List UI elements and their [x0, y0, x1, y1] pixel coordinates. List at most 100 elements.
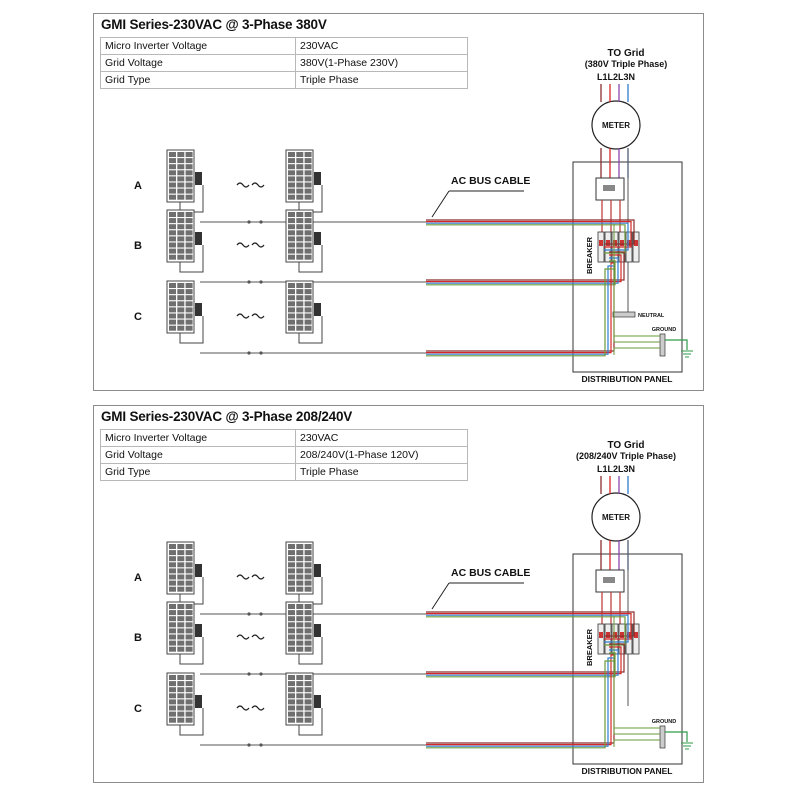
pv-cell: [296, 562, 304, 568]
pv-cell: [296, 194, 304, 200]
pv-cell: [185, 646, 193, 652]
pv-cell: [177, 544, 185, 549]
bus-wire: [426, 616, 626, 646]
pv-cell: [177, 634, 185, 640]
pv-cell: [169, 705, 176, 711]
solar-module: [285, 601, 314, 655]
breaker: [632, 231, 640, 263]
pv-cell: [288, 610, 295, 616]
pv-cell: [185, 681, 193, 687]
cable-connector: [247, 672, 251, 676]
pv-cell: [296, 556, 304, 562]
pv-cell: [288, 586, 295, 592]
pv-cell: [304, 158, 312, 164]
spec-value: Triple Phase: [295, 71, 468, 89]
pv-cell: [177, 562, 185, 568]
spec-row: Grid Type Triple Phase: [100, 463, 468, 481]
cable-connector: [247, 612, 251, 616]
cable-connector: [247, 743, 251, 747]
inverter-lead: [298, 245, 323, 273]
pv-cell: [169, 681, 176, 687]
pv-cell: [296, 586, 304, 592]
pv-cell: [304, 230, 312, 236]
spec-value: 230VAC: [295, 429, 468, 447]
pv-cell: [288, 319, 295, 325]
micro-inverter: [314, 564, 321, 577]
pv-cell: [169, 194, 176, 200]
pv-cell: [177, 152, 185, 157]
pv-cell: [304, 188, 312, 194]
micro-inverter: [195, 232, 202, 245]
bus-wire: [426, 221, 632, 248]
continuation-mark: [251, 705, 265, 711]
pv-cell: [185, 568, 193, 574]
pv-cell: [185, 550, 193, 556]
pv-cell: [296, 295, 304, 301]
pv-cell: [169, 212, 176, 217]
continuation-mark: [251, 634, 265, 640]
inverter-lead: [179, 245, 204, 273]
pv-cell: [185, 176, 193, 182]
solar-module: [166, 280, 195, 334]
pv-cell: [304, 218, 312, 224]
pv-cell: [288, 562, 295, 568]
pv-cell: [304, 574, 312, 580]
switch-toggle: [603, 185, 615, 191]
pv-cell: [288, 693, 295, 699]
pv-cell: [177, 640, 185, 646]
pv-cell: [169, 556, 176, 562]
pv-cell: [288, 295, 295, 301]
cable-connector: [259, 351, 263, 355]
pv-cell: [185, 301, 193, 307]
pv-cell: [169, 236, 176, 242]
phase-labels: L1L2L3N: [597, 72, 635, 82]
pv-cell: [185, 574, 193, 580]
pv-cell: [304, 283, 312, 288]
pv-cell: [288, 236, 295, 242]
pv-cell: [288, 568, 295, 574]
pv-cell: [304, 313, 312, 319]
ground-lead: [613, 347, 660, 355]
spec-value: 230VAC: [295, 37, 468, 55]
pv-cell: [304, 170, 312, 176]
pv-cell: [288, 218, 295, 224]
micro-inverter: [314, 303, 321, 316]
pv-cell: [177, 319, 185, 325]
pv-cell: [304, 242, 312, 248]
pv-cell: [169, 325, 176, 331]
bus-wire: [426, 222, 629, 251]
breaker-handle: [627, 632, 631, 638]
pv-cell: [185, 693, 193, 699]
pv-cell: [304, 550, 312, 556]
pv-cell: [288, 254, 295, 260]
pv-cell: [304, 622, 312, 628]
pv-cell: [288, 616, 295, 622]
ground-bar: [659, 333, 666, 357]
pv-cell: [304, 586, 312, 592]
pv-cell: [288, 158, 295, 164]
pv-cell: [169, 640, 176, 646]
pv-cell: [177, 628, 185, 634]
continuation-mark: [236, 182, 250, 188]
pv-cell: [185, 711, 193, 717]
bus-wire: [426, 260, 616, 286]
pv-cell: [169, 610, 176, 616]
pv-cell: [177, 711, 185, 717]
pv-cell: [296, 283, 304, 288]
pv-cell: [185, 230, 193, 236]
pv-cell: [169, 170, 176, 176]
pv-cell: [169, 224, 176, 230]
neutral-bar: [612, 311, 636, 318]
pv-cell: [185, 687, 193, 693]
diagram-panel-208-240v: GMI Series-230VAC @ 3-Phase 208/240V Mic…: [93, 405, 704, 783]
breaker-handle: [599, 240, 603, 246]
pv-cell: [185, 289, 193, 295]
pv-cell: [177, 586, 185, 592]
pv-cell: [296, 289, 304, 295]
pv-cell: [288, 634, 295, 640]
pv-cell: [304, 544, 312, 549]
pv-cell: [185, 218, 193, 224]
pv-cell: [296, 230, 304, 236]
pv-cell: [169, 307, 176, 313]
pv-cell: [288, 188, 295, 194]
